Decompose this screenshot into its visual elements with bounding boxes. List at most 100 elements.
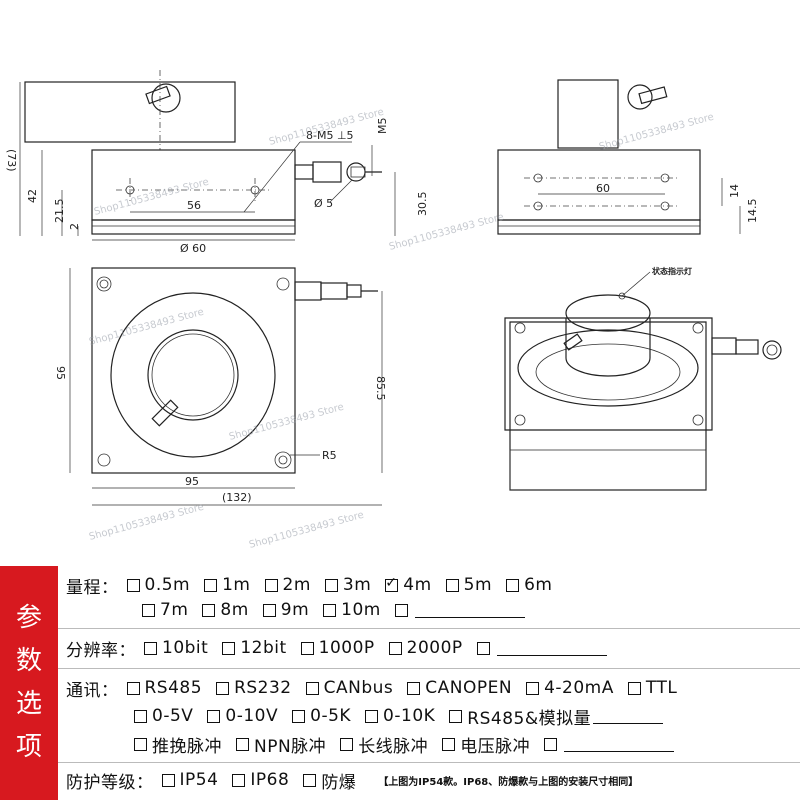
top-connector — [294, 281, 322, 301]
comm-option-npn[interactable]: NPN脉冲 — [236, 732, 326, 757]
resolution-option-12bit[interactable]: 12bit — [222, 638, 286, 658]
watermark-8: Shop1105338493 Store — [248, 510, 365, 551]
range-checkbox-9m[interactable] — [262, 603, 276, 617]
range-option-6m[interactable]: 6m — [506, 575, 552, 595]
comm-option-0-10k[interactable]: 0-10K — [365, 706, 435, 726]
resolution-line: 分辨率： 10bit 12bit 1000P 2000P — [58, 635, 621, 661]
range-option-3m[interactable]: 3m — [324, 575, 371, 595]
resolution-checkbox-custom[interactable] — [476, 641, 490, 655]
comm-option-rs485-analog[interactable]: RS485&模拟量 — [449, 704, 664, 729]
comm-option-ttl[interactable]: TTL — [627, 678, 677, 698]
comm-line-3: 推挽脉冲 NPN脉冲 长线脉冲 电压脉冲 — [134, 731, 688, 757]
comm-option-push-pull[interactable]: 推挽脉冲 — [134, 732, 222, 757]
status-led-label: 状态指示灯 — [652, 266, 692, 276]
protection-checkbox-ip68[interactable] — [232, 773, 246, 787]
comm-checkbox-0-5v[interactable] — [134, 709, 147, 723]
comm-option-canbus[interactable]: CANbus — [305, 678, 394, 698]
range-option-5m[interactable]: 5m — [445, 575, 492, 595]
range-checkbox-3m[interactable] — [324, 578, 338, 592]
comm-checkbox-push-pull[interactable] — [134, 737, 147, 751]
protection-option-ip54[interactable]: IP54 — [161, 770, 219, 790]
range-option-9m[interactable]: 9m — [262, 600, 309, 620]
comm-option-voltage-pulse[interactable]: 电压脉冲 — [442, 732, 530, 757]
comm-option-0-10v[interactable]: 0-10V — [207, 706, 278, 726]
comm-checkbox-voltage-pulse[interactable] — [442, 737, 456, 751]
range-option-10m[interactable]: 10m — [323, 600, 381, 620]
comm-checkbox-rs232[interactable] — [216, 681, 230, 695]
resolution-custom-blank[interactable] — [496, 640, 607, 656]
comm-line2-blank[interactable] — [593, 708, 664, 724]
comm-checkbox-rs485-analog[interactable] — [449, 709, 463, 723]
range-option-1m[interactable]: 1m — [204, 575, 250, 595]
range-checkbox-0-5m[interactable] — [126, 578, 140, 592]
front-base — [91, 219, 296, 235]
iso-base-top — [504, 317, 713, 431]
protection-checkbox-explosion-proof[interactable] — [303, 773, 317, 787]
resolution-checkbox-2000p[interactable] — [388, 641, 402, 655]
top-screw-tl — [96, 276, 112, 292]
protection-row: 防护等级： IP54 IP68 防爆 【上图为IP54款。IP68、防爆款与上图… — [58, 762, 800, 800]
comm-checkbox-canopen[interactable] — [407, 681, 421, 695]
range-checkbox-custom[interactable] — [394, 603, 408, 617]
resolution-checkbox-12bit[interactable] — [222, 641, 236, 655]
comm-checkbox-custom[interactable] — [544, 737, 558, 751]
comm-checkbox-4-20ma[interactable] — [526, 681, 540, 695]
comm-checkbox-0-10v[interactable] — [207, 709, 221, 723]
iso-drum-top — [565, 294, 651, 332]
iso-drum-body — [565, 318, 651, 377]
range-custom-blank[interactable] — [414, 602, 525, 618]
comm-label: 通讯： — [66, 680, 119, 701]
comm-checkbox-line-driver[interactable] — [340, 737, 354, 751]
resolution-option-1000p[interactable]: 1000P — [300, 638, 375, 658]
resolution-label: 分辨率： — [66, 640, 136, 661]
comm-custom-blank[interactable] — [564, 736, 675, 752]
comm-checkbox-npn[interactable] — [236, 737, 249, 751]
protection-option-explosion-proof[interactable]: 防爆 — [303, 768, 356, 793]
side-knob — [627, 84, 653, 110]
comm-option-line-driver[interactable]: 长线脉冲 — [340, 732, 428, 757]
range-option-7m[interactable]: 7m — [142, 600, 188, 620]
isometric-view: 状态指示灯 — [504, 266, 782, 491]
range-checkbox-8m[interactable] — [202, 603, 216, 617]
resolution-option-2000p[interactable]: 2000P — [388, 638, 463, 658]
comm-option-0-5v[interactable]: 0-5V — [134, 706, 193, 726]
comm-option-canopen[interactable]: CANOPEN — [407, 678, 512, 698]
comm-checkbox-rs485[interactable] — [126, 681, 140, 695]
comm-option-custom[interactable] — [544, 736, 675, 752]
params-title-char-4: 项 — [15, 732, 42, 762]
range-checkbox-4m[interactable] — [385, 575, 399, 592]
comm-option-4-20ma[interactable]: 4-20mA — [526, 678, 614, 698]
range-checkbox-7m[interactable] — [142, 603, 155, 617]
range-checkbox-6m[interactable] — [506, 578, 520, 592]
comm-option-rs485[interactable]: RS485 — [126, 678, 203, 698]
dim-14-5: 14.5 — [746, 199, 759, 224]
resolution-checkbox-1000p[interactable] — [300, 641, 314, 655]
range-option-2m[interactable]: 2m — [264, 575, 311, 595]
comm-checkbox-canbus[interactable] — [305, 681, 319, 695]
top-screw-br — [274, 451, 292, 469]
range-option-custom[interactable] — [394, 602, 525, 618]
comm-checkbox-0-5k[interactable] — [292, 709, 306, 723]
comm-checkbox-0-10k[interactable] — [365, 709, 379, 723]
range-option-8m[interactable]: 8m — [202, 600, 248, 620]
resolution-checkbox-10bit[interactable] — [144, 641, 157, 655]
resolution-option-10bit[interactable]: 10bit — [144, 638, 208, 658]
top-screw-tr — [276, 277, 290, 291]
protection-checkbox-ip54[interactable] — [161, 773, 175, 787]
protection-line: 防护等级： IP54 IP68 防爆 【上图为IP54款。IP68、防爆款与上图… — [58, 767, 638, 793]
params-title-char-2: 数 — [15, 646, 42, 676]
dim-56: 56 — [187, 199, 201, 212]
range-checkbox-10m[interactable] — [323, 603, 337, 617]
comm-option-0-5k[interactable]: 0-5K — [292, 706, 351, 726]
dim-42: 42 — [26, 189, 39, 203]
comm-option-rs232[interactable]: RS232 — [216, 678, 292, 698]
range-option-4m[interactable]: 4m — [385, 575, 431, 595]
range-checkbox-5m[interactable] — [445, 578, 459, 592]
range-checkbox-2m[interactable] — [264, 578, 278, 592]
comm-checkbox-ttl[interactable] — [627, 681, 641, 695]
range-checkbox-1m[interactable] — [204, 578, 218, 592]
resolution-option-custom[interactable] — [476, 640, 607, 656]
protection-option-ip68[interactable]: IP68 — [232, 770, 289, 790]
front-knob — [151, 83, 181, 113]
range-option-0-5m[interactable]: 0.5m — [126, 575, 191, 595]
